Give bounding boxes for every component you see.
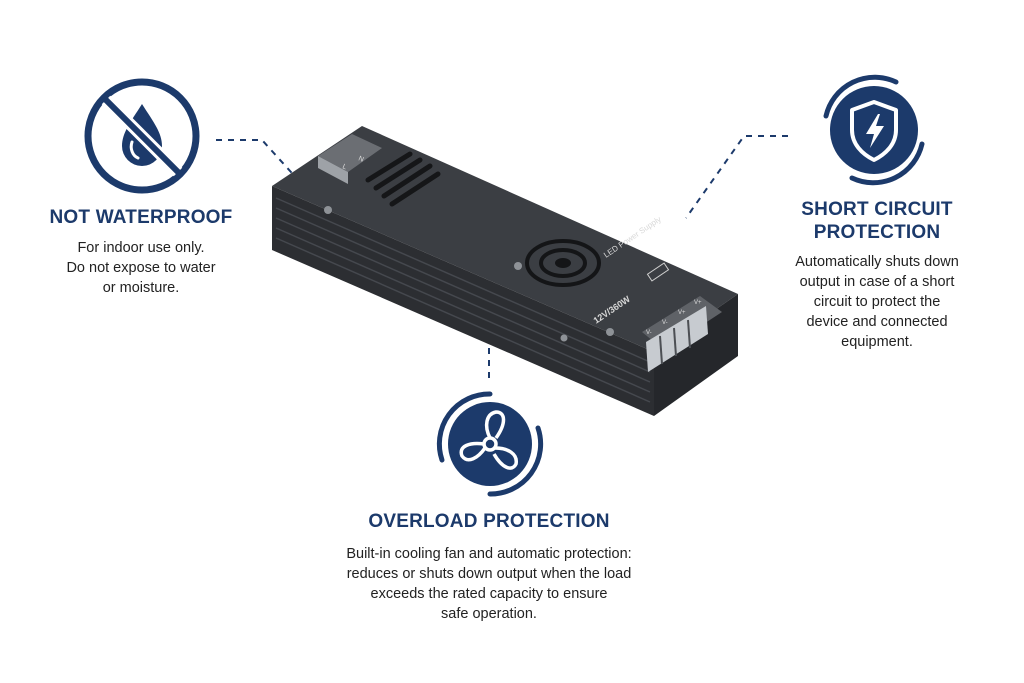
not-waterproof-description: For indoor use only. Do not expose to wa… <box>66 240 216 296</box>
short-circuit-description: Automatically shuts down output in case … <box>795 254 959 350</box>
not-waterproof-title: NOT WATERPROOF <box>49 207 233 228</box>
no-water-drop-icon <box>84 78 200 194</box>
connector-right <box>685 135 788 219</box>
terminal-label-left: L <box>341 163 347 171</box>
connector-bottom <box>488 336 490 382</box>
overload-title: OVERLOAD PROTECTION <box>368 511 610 532</box>
connector-left <box>216 139 301 183</box>
overload-badge <box>428 382 552 506</box>
terminal-label-left: N <box>357 155 364 163</box>
terminal-label-right: V- <box>646 330 652 336</box>
terminal-label-right: V- <box>662 320 668 326</box>
led-power-supply-image: L N LED Power Supply 12V/360W V- V- V+ V… <box>272 126 738 416</box>
shield-lightning-icon <box>823 74 925 186</box>
terminal-label-right: V+ <box>678 310 686 316</box>
overload-description: Built-in cooling fan and automatic prote… <box>346 546 632 622</box>
not-waterproof-badge <box>82 76 202 196</box>
fan-icon <box>436 391 544 497</box>
short-circuit-badge <box>808 64 940 196</box>
terminal-label-right: V+ <box>694 300 702 306</box>
short-circuit-title: SHORT CIRCUIT PROTECTION <box>801 199 953 243</box>
